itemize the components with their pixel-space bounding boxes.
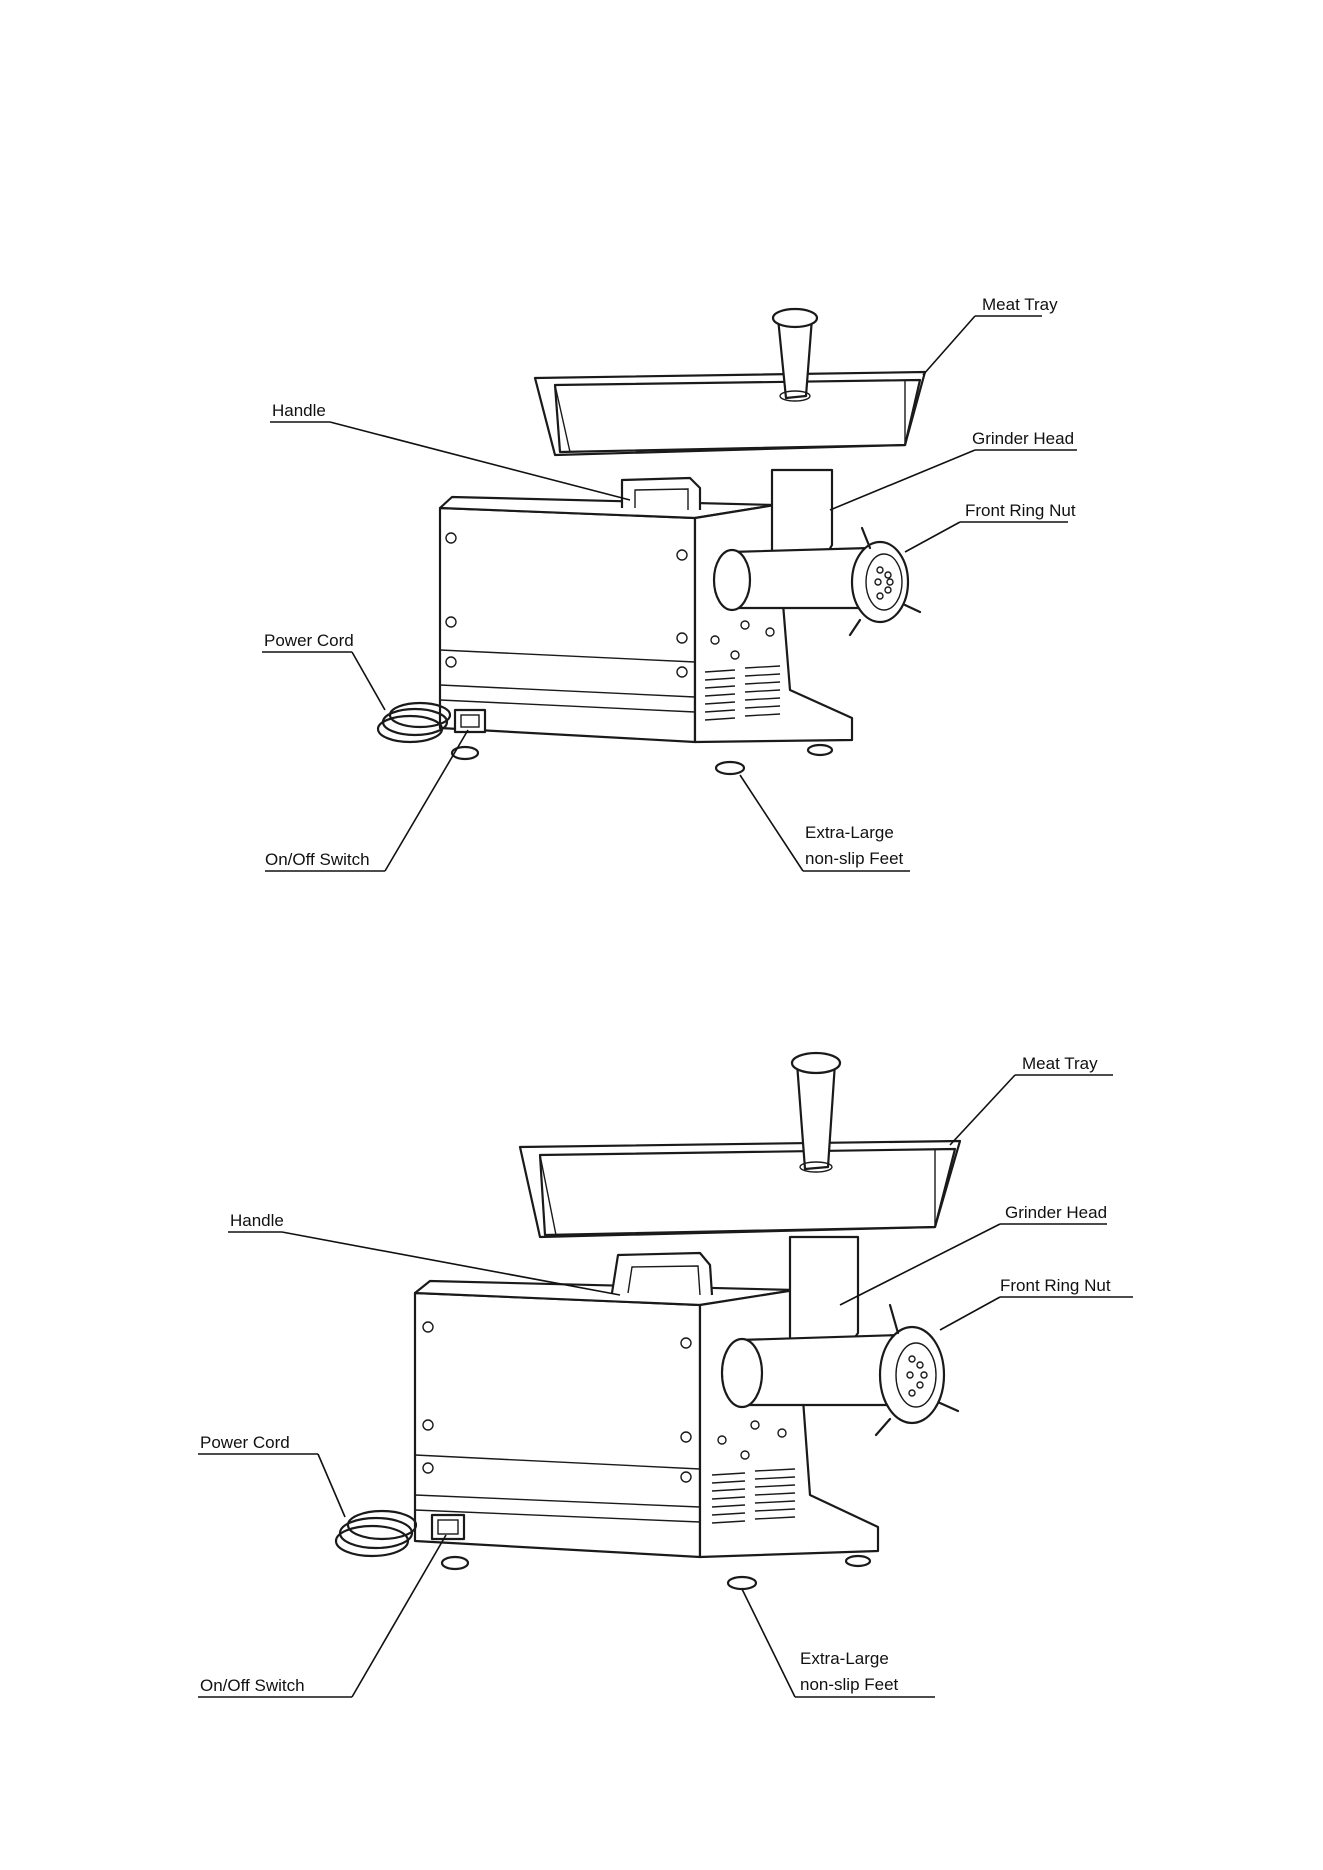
- label-handle: Handle: [272, 401, 326, 420]
- label-feet-line1: Extra-Large: [800, 1649, 889, 1668]
- label-on-off-switch: On/Off Switch: [200, 1676, 305, 1695]
- label-meat-tray: Meat Tray: [1022, 1054, 1098, 1073]
- label-grinder-head: Grinder Head: [1005, 1203, 1107, 1222]
- label-meat-tray: Meat Tray: [982, 295, 1058, 314]
- meat-grinder-illustration: [378, 309, 925, 774]
- label-power-cord: Power Cord: [200, 1433, 290, 1452]
- label-grinder-head: Grinder Head: [972, 429, 1074, 448]
- label-front-ring-nut: Front Ring Nut: [1000, 1276, 1111, 1295]
- label-feet-line2: non-slip Feet: [800, 1675, 899, 1694]
- label-feet-line2: non-slip Feet: [805, 849, 904, 868]
- label-front-ring-nut: Front Ring Nut: [965, 501, 1076, 520]
- label-feet-line1: Extra-Large: [805, 823, 894, 842]
- meat-grinder-illustration: [336, 1053, 960, 1589]
- label-on-off-switch: On/Off Switch: [265, 850, 370, 869]
- meat-grinder-diagram-bottom: Meat Tray Handle Grinder Head Front Ring…: [0, 935, 1323, 1870]
- label-power-cord: Power Cord: [264, 631, 354, 650]
- meat-grinder-diagram-top: Meat Tray Handle Grinder Head Front Ring…: [0, 0, 1323, 935]
- label-handle: Handle: [230, 1211, 284, 1230]
